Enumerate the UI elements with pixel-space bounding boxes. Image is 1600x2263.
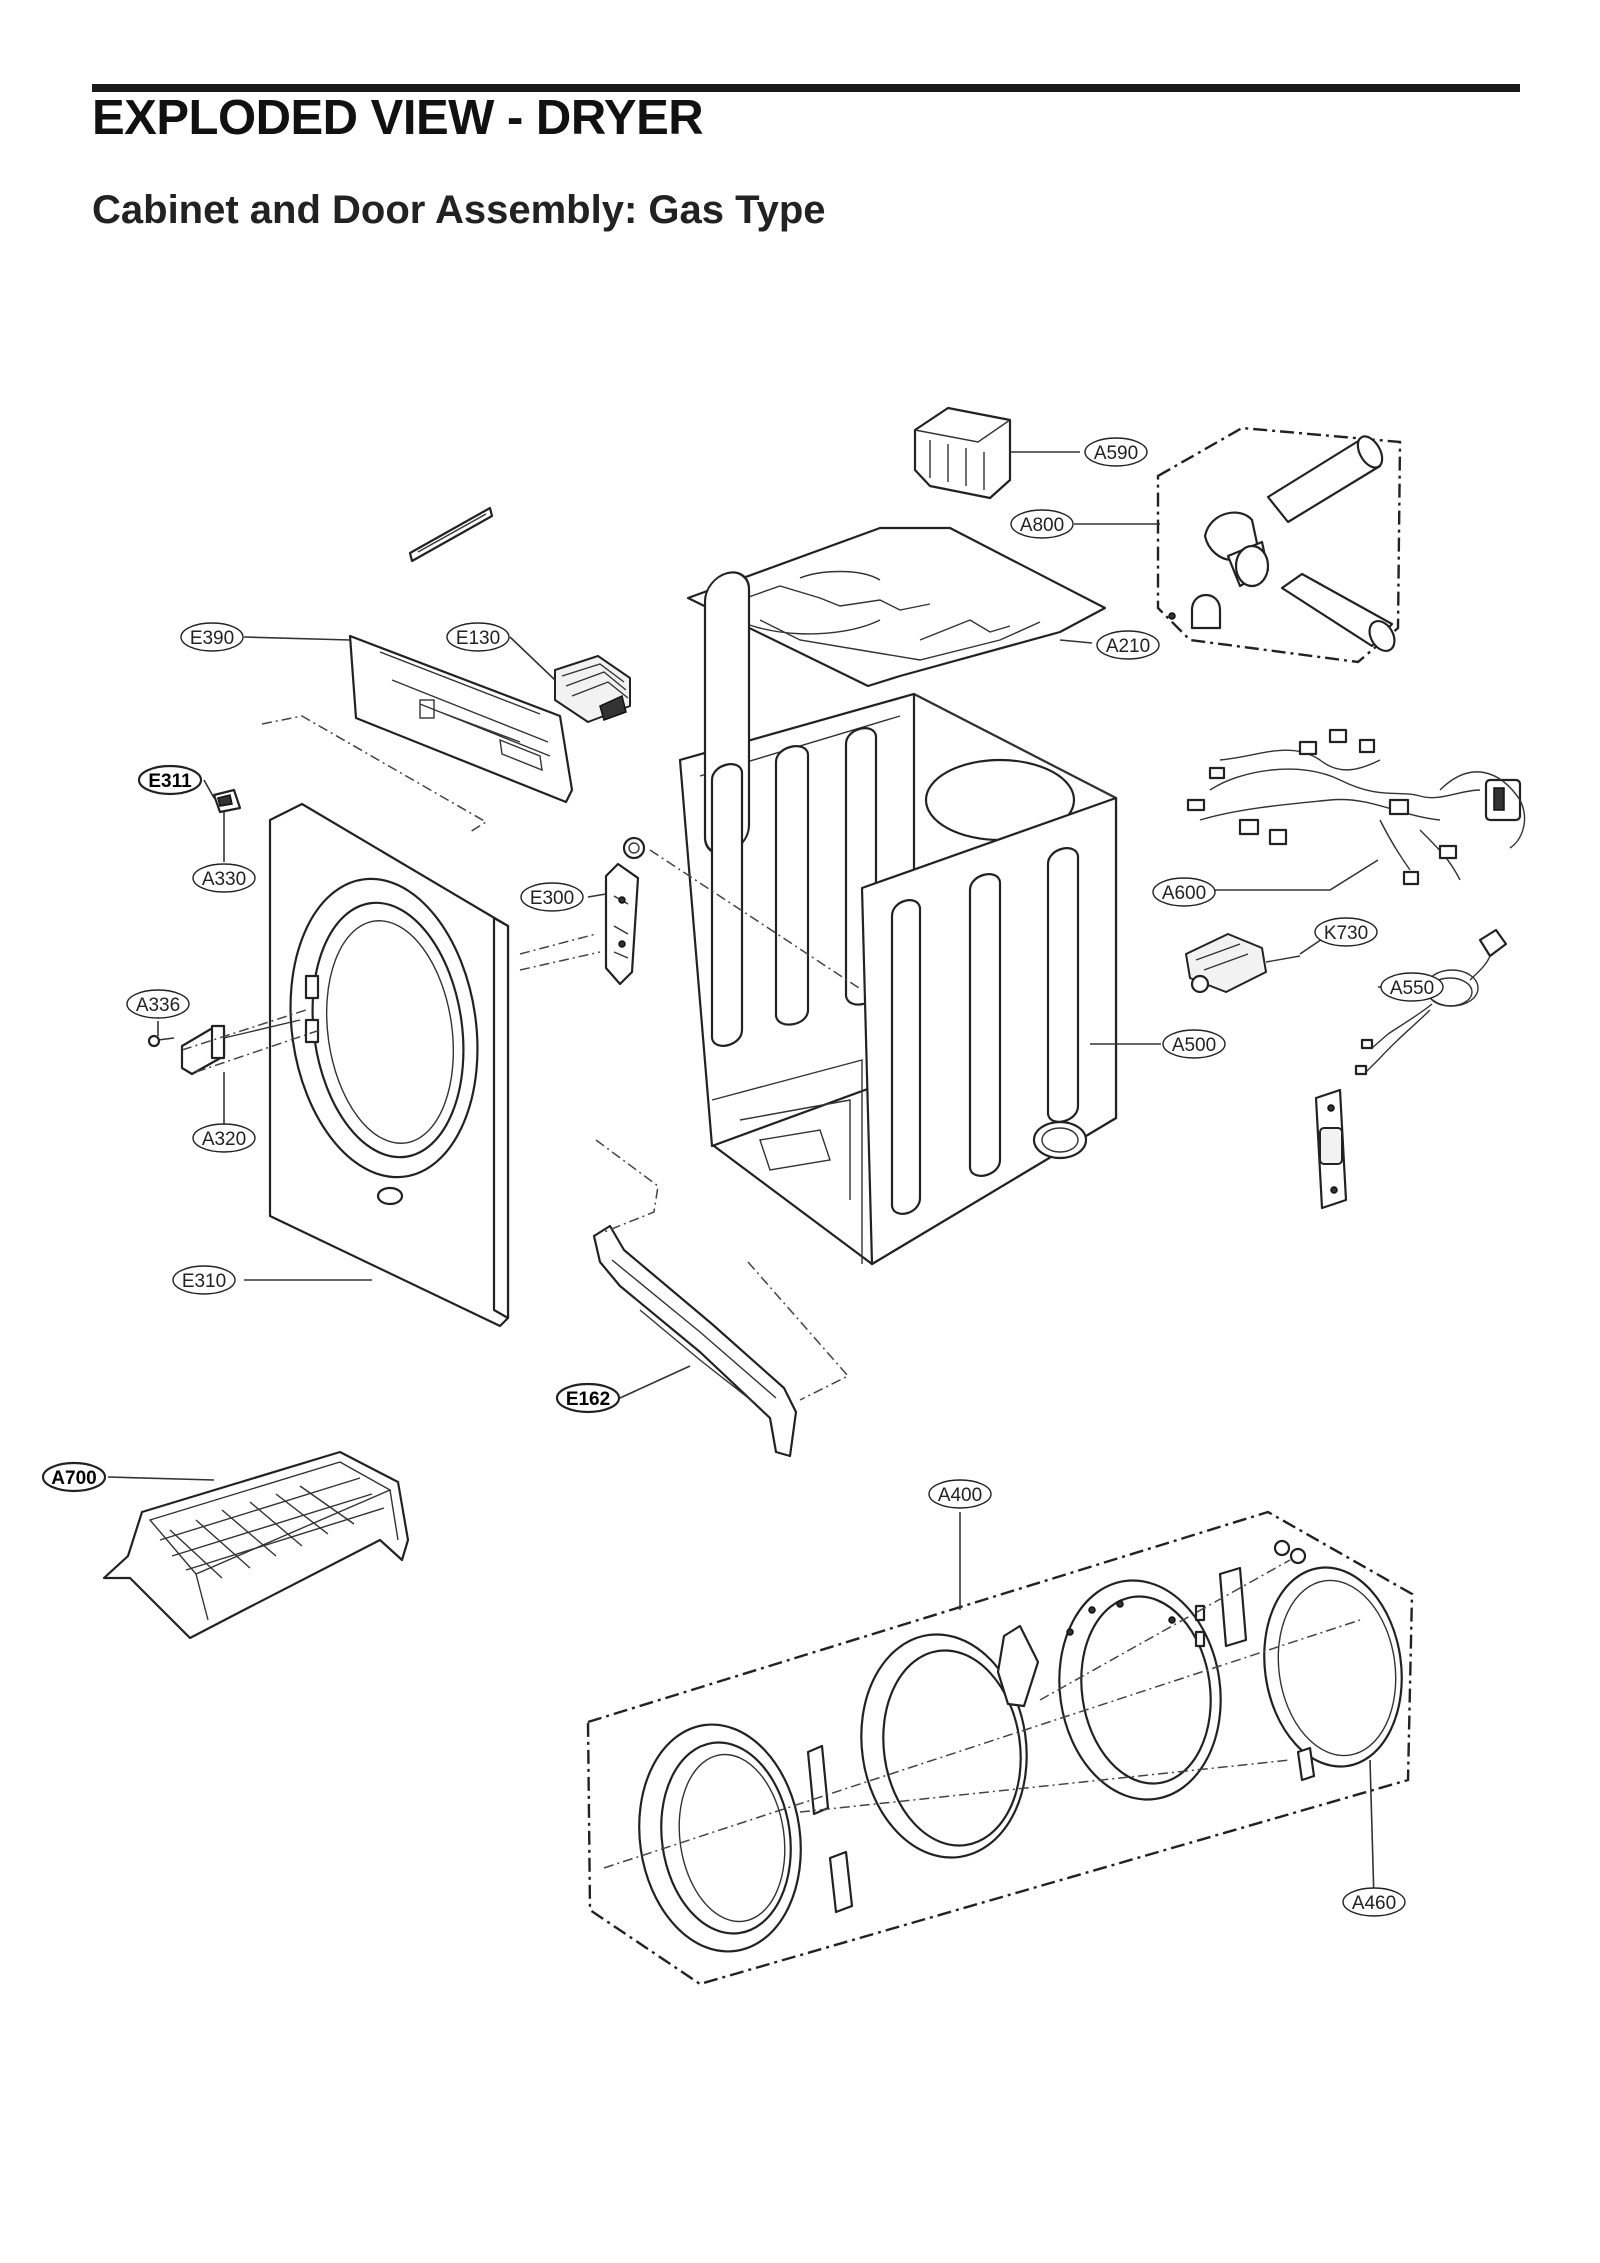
guide-line-hinge <box>519 933 601 971</box>
callout-label: A590 <box>1094 443 1138 464</box>
page-title: EXPLODED VIEW - DRYER <box>92 91 704 145</box>
callout-label: A400 <box>938 1485 982 1506</box>
part-e390-bracket <box>348 634 574 804</box>
callout-label: A700 <box>51 1468 96 1489</box>
part-a320-latch <box>180 1019 301 1076</box>
callout-e130: E130 <box>446 622 510 652</box>
callout-a600: A600 <box>1152 877 1216 907</box>
callout-label: E390 <box>190 628 234 649</box>
callout-label: A800 <box>1020 515 1064 536</box>
part-door-switch <box>1314 1088 1348 1210</box>
callout-label: A550 <box>1390 978 1434 999</box>
callout-a336: A336 <box>126 989 190 1019</box>
callout-a550: A550 <box>1380 972 1444 1002</box>
callout-label: K730 <box>1324 923 1368 944</box>
callout-label: A320 <box>202 1129 246 1150</box>
callout-e300: E300 <box>520 882 584 912</box>
callout-bubble <box>520 882 584 912</box>
part-a590-duct-cover <box>913 406 1012 500</box>
callout-label: A336 <box>136 995 180 1016</box>
callout-label: E311 <box>148 771 192 792</box>
part-a400-door-assembly <box>586 1510 1414 1986</box>
callout-bubble <box>555 1382 621 1414</box>
callout-bubble <box>1096 630 1160 660</box>
part-trim-strip <box>408 506 494 563</box>
callout-a320: A320 <box>192 1123 256 1153</box>
header-rule <box>92 84 1520 92</box>
part-e300-hinge <box>604 862 640 986</box>
callout-bubble <box>192 1123 256 1153</box>
callout-bubble <box>1010 509 1074 539</box>
callout-a460: A460 <box>1342 1887 1406 1917</box>
callout-a800: A800 <box>1010 509 1074 539</box>
part-a550-power-cord <box>1354 928 1508 1076</box>
callout-e162: E162 <box>555 1382 621 1414</box>
callout-label: E310 <box>182 1271 226 1292</box>
callout-a500: A500 <box>1162 1029 1226 1059</box>
callout-label: E300 <box>530 888 574 909</box>
callout-bubble <box>180 622 244 652</box>
part-a500-cabinet <box>678 571 1118 1266</box>
callout-label: E130 <box>456 628 500 649</box>
callout-bubble <box>41 1461 107 1493</box>
part-e310-front-panel <box>261 715 510 1328</box>
guide-line-frame-left <box>595 1139 659 1233</box>
callout-label: A600 <box>1162 883 1206 904</box>
guide-line-frame-right <box>747 1261 850 1401</box>
callout-bubble <box>1084 437 1148 467</box>
callout-bubble <box>1342 1887 1406 1917</box>
guide-line-grommet <box>649 849 863 991</box>
callout-a700: A700 <box>41 1461 107 1493</box>
part-k730-gas-valve <box>1185 933 1301 994</box>
callout-a400: A400 <box>928 1479 992 1509</box>
callout-a590: A590 <box>1084 437 1148 467</box>
callout-bubble <box>928 1479 992 1509</box>
guide-line-latch <box>181 1009 321 1073</box>
callout-bubble <box>192 863 256 893</box>
callout-e311: E311 <box>137 764 203 796</box>
callout-label: E162 <box>566 1389 610 1410</box>
callout-a330: A330 <box>192 863 256 893</box>
callout-label: A460 <box>1352 1893 1396 1914</box>
callout-label: A330 <box>202 869 246 890</box>
callout-bubble <box>1380 972 1444 1002</box>
callout-bubble <box>1162 1029 1226 1059</box>
callout-bubble <box>126 989 190 1019</box>
callout-label: A210 <box>1106 636 1150 657</box>
callout-a210: A210 <box>1096 630 1160 660</box>
part-a700-drying-rack <box>102 1450 410 1640</box>
part-a800-vent-kit <box>1156 426 1402 664</box>
part-a210-top-plate <box>686 526 1107 688</box>
part-e162-frame <box>592 1224 798 1458</box>
part-e130-pcb <box>554 655 631 723</box>
callout-bubble <box>1314 917 1378 947</box>
callout-label: A500 <box>1172 1035 1216 1056</box>
callout-bubble <box>137 764 203 796</box>
callout-bubble <box>446 622 510 652</box>
callout-bubble <box>172 1265 236 1295</box>
part-a330-clip <box>212 788 242 814</box>
part-grommet <box>622 836 646 860</box>
part-a336-screw <box>147 1034 175 1048</box>
page-subtitle: Cabinet and Door Assembly: Gas Type <box>92 188 826 232</box>
callout-bubble <box>1152 877 1216 907</box>
part-a600-harness <box>1186 728 1526 886</box>
callout-e310: E310 <box>172 1265 236 1295</box>
callout-k730: K730 <box>1314 917 1378 947</box>
callout-e390: E390 <box>180 622 244 652</box>
